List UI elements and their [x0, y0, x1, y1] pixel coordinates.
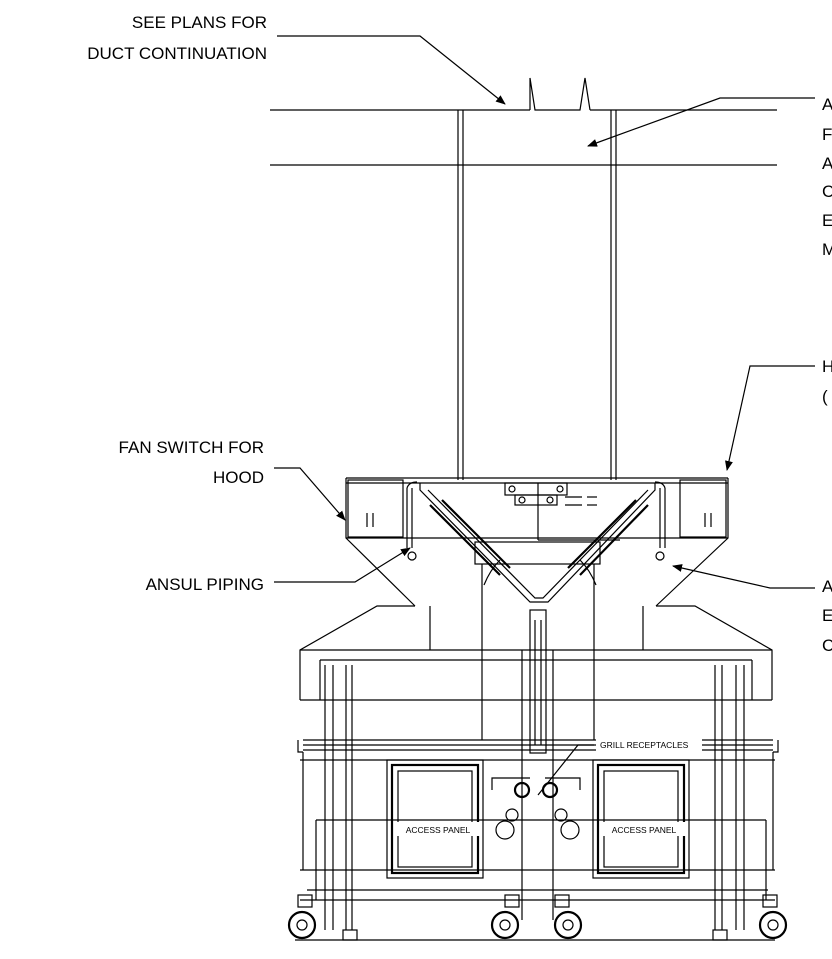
- see-plans-line-1: SEE PLANS FOR: [132, 13, 267, 32]
- grill-receptacle-right: [541, 781, 559, 799]
- fan-switch-box-right: [679, 479, 727, 538]
- callout-duct-line-1: A: [822, 95, 832, 114]
- label-fan-switch: FAN SWITCH FOR HOOD: [119, 438, 264, 487]
- label-grill-receptacles: GRILL RECEPTACLES: [600, 740, 689, 750]
- leader-fan-switch: [274, 467, 346, 521]
- leader-ansul-piping: [274, 547, 411, 583]
- access-panel-left-frame: [386, 759, 484, 879]
- callout-duct-line-2: F: [822, 125, 832, 144]
- caster-1: [287, 894, 317, 940]
- access-panel-right-label-bg: [603, 822, 686, 836]
- access-panel-right-frame: [592, 759, 690, 879]
- callout-ansul-line-1: A: [822, 577, 832, 596]
- callout-duct-line-6: M: [822, 240, 832, 259]
- callout-duct-line-4: C: [822, 182, 832, 201]
- duct: [270, 77, 777, 480]
- label-see-plans: SEE PLANS FOR DUCT CONTINUATION: [87, 13, 267, 63]
- fan-switch-line-1: FAN SWITCH FOR: [119, 438, 264, 457]
- caster-2: [490, 894, 520, 940]
- access-panel-left-label-bg: [397, 822, 480, 836]
- access-panel-left-label: ACCESS PANEL: [406, 825, 471, 835]
- callout-hood-line-2: (: [822, 387, 828, 406]
- callout-duct-line-3: A: [822, 154, 832, 173]
- caster-wheels: [287, 894, 788, 940]
- access-panel-right-label: ACCESS PANEL: [612, 825, 677, 835]
- label-ansul-piping: ANSUL PIPING: [146, 575, 264, 594]
- callout-ansul-line-3: C: [822, 636, 832, 655]
- grill-receptacles-label-bg: [596, 738, 702, 752]
- grill-receptacle-left: [513, 781, 531, 799]
- leader-hood: [725, 365, 815, 471]
- leader-see-plans: [277, 35, 506, 105]
- hood: [345, 477, 729, 740]
- callout-duct-line-5: E: [822, 211, 832, 230]
- fan-switch-box-left: [347, 479, 404, 538]
- right-callout-hood: H (: [822, 357, 832, 406]
- leader-ansul-right: [672, 564, 815, 589]
- fan-switch-line-2: HOOD: [213, 468, 264, 487]
- right-callout-ansul: A E C: [822, 577, 832, 655]
- callout-hood-line-1: H: [822, 357, 832, 376]
- grill-cart: ACCESS PANEL ACCESS PANEL GRILL RECEPTAC…: [295, 605, 779, 941]
- leader-duct: [587, 97, 815, 147]
- caster-4: [758, 894, 788, 940]
- caster-3: [553, 894, 583, 940]
- callout-ansul-line-2: E: [822, 606, 832, 625]
- leader-lines: [274, 35, 815, 796]
- right-callout-duct: A F A C E M: [822, 95, 832, 259]
- see-plans-line-2: DUCT CONTINUATION: [87, 44, 267, 63]
